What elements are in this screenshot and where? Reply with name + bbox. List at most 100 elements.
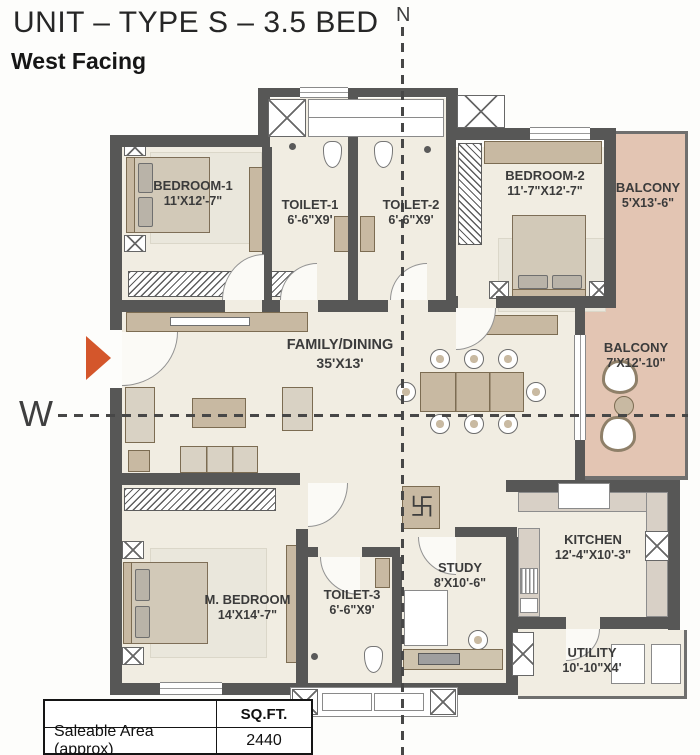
bedroom2-side-table [589, 281, 609, 299]
wall-bedroom1-bottom [122, 300, 225, 312]
wall-toiletblock-top [258, 88, 458, 97]
wall-toilet2-hall [446, 140, 456, 312]
balcony-chair [602, 360, 638, 394]
wall-toiletblock-left [258, 88, 270, 147]
wall-toilet1-bottom-b [318, 300, 348, 312]
bedroom1-pillow [138, 163, 153, 193]
toilet-window [300, 87, 348, 98]
bedroom2-side-table [489, 281, 509, 299]
wall-toilet3-top-b [362, 547, 400, 557]
saleable-area-value: 2440 [246, 731, 282, 749]
area-table-sqft-header: SQ.FT. [240, 705, 288, 723]
wall-kitchen-bottom-b [600, 617, 680, 629]
duct-above-toilet1 [268, 99, 306, 137]
wall-mbedroom-right [296, 529, 308, 683]
wall-balcony2-b [575, 440, 585, 480]
utility-wall-right [684, 630, 687, 699]
kitchen-sink [520, 568, 538, 594]
west-label: W [19, 393, 53, 434]
balcony2-parapet-bottom [585, 476, 686, 480]
wall-mbedroom-top [110, 473, 300, 485]
bedroom2-pillow [518, 275, 548, 289]
mbedroom-pillow [135, 569, 150, 601]
armchair [282, 387, 313, 431]
mbedroom-window [160, 682, 222, 695]
bedroom1-pillow [138, 197, 153, 227]
dining-chair [498, 414, 518, 434]
dining-chair [464, 414, 484, 434]
north-label: N [396, 4, 411, 26]
wall-toiletblock-right [446, 88, 458, 140]
study-cabinet [404, 590, 448, 646]
mbedroom-side-table [122, 541, 144, 559]
wall-balcony2-a [575, 308, 585, 335]
wall-kitchen-right [668, 480, 680, 630]
bottom-ledge-duct [430, 689, 456, 715]
bottom-ledge-planter [374, 693, 424, 711]
bedroom1-wardrobe [128, 271, 300, 297]
wall-toilet2-bottom-b [428, 300, 446, 312]
sofa [180, 446, 258, 473]
wall-toilet3-top-a [296, 547, 318, 557]
dining-chair [498, 349, 518, 369]
area-table-empty-header [45, 701, 217, 727]
dining-chair [526, 382, 546, 402]
north-axis-dashed-line [401, 27, 404, 755]
dining-chair [464, 349, 484, 369]
wall-left-upper [110, 135, 122, 330]
wall-bed1-toilet1 [262, 147, 272, 312]
bedroom2-wardrobe [458, 143, 482, 245]
tv-icon [170, 317, 250, 326]
balcony-parapet-right [685, 131, 688, 480]
west-axis-dashed-line [58, 414, 688, 417]
area-table-header-row: SQ.FT. [45, 701, 311, 727]
balcony1-parapet-top [616, 131, 686, 134]
area-table: SQ.FT. Saleable Area (approx) 2440 [43, 699, 313, 755]
mbedroom-headboard [123, 562, 132, 644]
toilet3-wc [364, 646, 383, 673]
area-table-row: Saleable Area (approx) 2440 [45, 723, 311, 755]
kitchen-fridge [558, 483, 610, 509]
page-title: UNIT – TYPE S – 3.5 BED [13, 6, 379, 39]
wall-bedroom1-top [110, 135, 270, 147]
mbedroom-wardrobe [124, 488, 276, 511]
mbedroom-side-table [122, 647, 144, 665]
wall-toilet2-bottom-a [358, 300, 388, 312]
bedroom1-side-table [124, 235, 146, 252]
wall-study-top [455, 527, 517, 537]
toilet3-shower-icon [311, 653, 318, 660]
toilet2-basin-counter [360, 216, 375, 252]
entry-arrow-icon [86, 336, 111, 380]
bottom-ledge-planter [322, 693, 372, 711]
bedroom1-headboard [126, 157, 135, 233]
study-monitor [418, 653, 460, 665]
toilet2-wc [374, 141, 393, 168]
duct-above-bedroom2 [457, 95, 505, 128]
floor-balcony-1 [616, 133, 688, 330]
kitchen-hob [645, 531, 669, 561]
wall-toilet1-toilet2 [348, 97, 358, 312]
balcony-chair [600, 416, 636, 452]
utility-wall-bottom [518, 696, 686, 699]
toilet1-shower-icon [289, 143, 296, 150]
kitchen-sink-board [520, 598, 538, 613]
bedroom2-pillow [552, 275, 582, 289]
shelf-above-toilets [308, 99, 444, 137]
wall-bedroom2-bottom-b [496, 296, 616, 308]
wall-toilet1-bottom-a [262, 300, 280, 312]
wall-toilet3-right [392, 557, 402, 683]
utility-appliance [611, 644, 645, 684]
study-chair [468, 630, 488, 650]
wall-bedroom2-right [604, 128, 616, 308]
